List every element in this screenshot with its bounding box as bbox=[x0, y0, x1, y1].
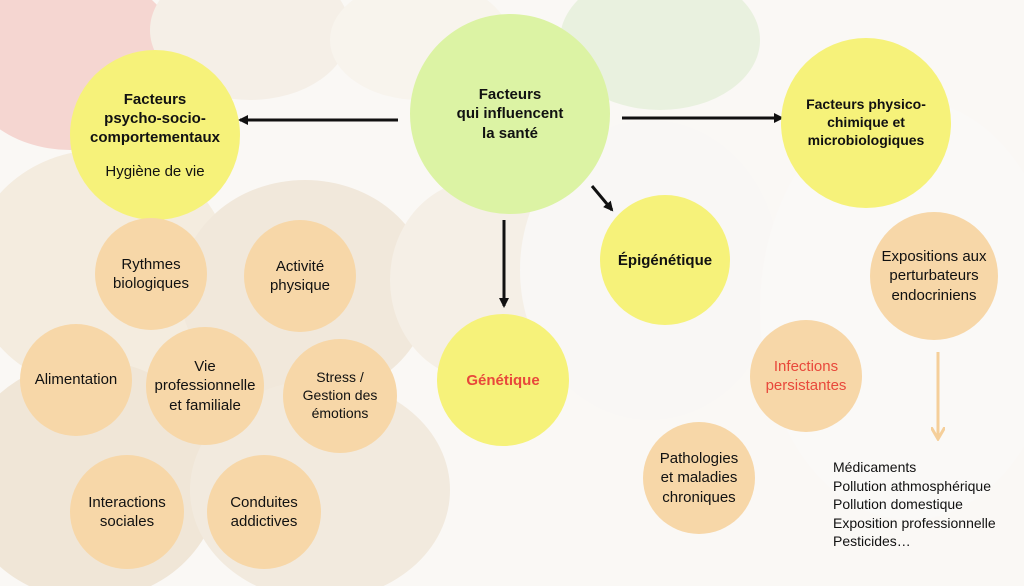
lifestyle-vie-pro: Vie professionnelle et familiale bbox=[146, 327, 264, 445]
genetique-node: Génétique bbox=[437, 314, 569, 446]
exposure-list: Médicaments Pollution athmosphérique Pol… bbox=[833, 458, 996, 551]
lifestyle-activite: Activité physique bbox=[244, 220, 356, 332]
env-expositions: Expositions aux perturbateurs endocrinie… bbox=[870, 212, 998, 340]
genetique-label: Génétique bbox=[466, 371, 540, 389]
lifestyle-interactions-label: Interactions sociales bbox=[88, 493, 166, 530]
list-item: Exposition professionnelle bbox=[833, 514, 996, 531]
lifestyle-vie-pro-label: Vie professionnelle et familiale bbox=[154, 358, 256, 414]
lifestyle-conduites-label: Conduites addictives bbox=[230, 493, 298, 530]
physico-node: Facteurs physico- chimique et microbiolo… bbox=[781, 38, 951, 208]
env-pathologies: Pathologies et maladies chroniques bbox=[643, 422, 755, 534]
psycho-node: Facteurs psycho-socio- comportementaux H… bbox=[70, 50, 240, 220]
psycho-title: Facteurs psycho-socio- comportementaux bbox=[89, 90, 221, 147]
list-item: Pollution athmosphérique bbox=[833, 477, 991, 494]
arrow-to-epigenetique bbox=[590, 185, 614, 212]
center-node: Facteurs qui influencent la santé bbox=[410, 14, 610, 214]
lifestyle-alimentation: Alimentation bbox=[20, 324, 132, 436]
list-item: Pollution domestique bbox=[833, 496, 963, 512]
center-title: Facteurs qui influencent la santé bbox=[456, 86, 564, 142]
physico-title: Facteurs physico- chimique et microbiolo… bbox=[806, 96, 926, 148]
lifestyle-conduites: Conduites addictives bbox=[207, 455, 321, 569]
psycho-subtitle: Hygiène de vie bbox=[105, 163, 205, 181]
lifestyle-stress: Stress / Gestion des émotions bbox=[283, 339, 397, 453]
epigenetique-label: Épigénétique bbox=[617, 251, 713, 269]
list-item: Médicaments bbox=[833, 459, 917, 475]
lifestyle-rythmes-label: Rythmes biologiques bbox=[113, 255, 189, 292]
epigenetique-node: Épigénétique bbox=[600, 195, 730, 325]
lifestyle-rythmes: Rythmes biologiques bbox=[95, 218, 207, 330]
lifestyle-alimentation-label: Alimentation bbox=[34, 371, 118, 389]
lifestyle-stress-label: Stress / Gestion des émotions bbox=[302, 369, 378, 421]
lifestyle-activite-label: Activité physique bbox=[269, 257, 331, 294]
env-expositions-label: Expositions aux perturbateurs endocrinie… bbox=[881, 248, 987, 304]
env-infections-label: Infections persistantes bbox=[765, 357, 847, 394]
lifestyle-interactions: Interactions sociales bbox=[70, 455, 184, 569]
env-pathologies-label: Pathologies et maladies chroniques bbox=[659, 450, 739, 506]
env-infections: Infections persistantes bbox=[750, 320, 862, 432]
list-item: Pesticides… bbox=[833, 533, 911, 549]
